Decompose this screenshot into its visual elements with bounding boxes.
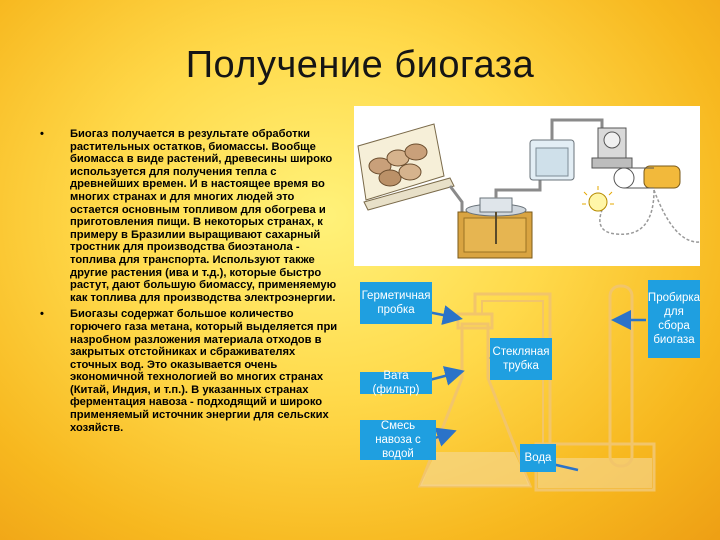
label-manure-mix: Смесь навоза с водой (360, 420, 436, 460)
label-sealed-cap: Герметичная пробка (360, 282, 432, 324)
label-collection-tube: Пробирка для сбора биогаза (648, 280, 700, 358)
biogas-plant-drawing (357, 118, 701, 259)
bullet-text: Биогаз получается в результате обработки… (70, 128, 337, 304)
bullet-item: • Биогаз получается в результате обработ… (40, 128, 345, 304)
bullet-mark: • (40, 128, 44, 140)
cows-group (368, 143, 428, 187)
biogas-plant-illustration (354, 106, 701, 266)
bullet-item: • Биогазы содержат большое количество го… (40, 308, 345, 434)
lab-apparatus-diagram: Герметичная пробка Вата (фильтр) Смесь н… (354, 274, 704, 500)
label-glass-tube: Стекляная трубка (490, 338, 552, 380)
page-title: Получение биогаза (185, 44, 535, 86)
bullet-text: Биогазы содержат большое количество горю… (70, 308, 338, 434)
label-cotton-filter: Вата (фильтр) (360, 370, 432, 396)
label-water: Вода (520, 444, 556, 472)
bullet-mark: • (40, 308, 44, 321)
bullet-list: • Биогаз получается в результате обработ… (40, 128, 345, 438)
